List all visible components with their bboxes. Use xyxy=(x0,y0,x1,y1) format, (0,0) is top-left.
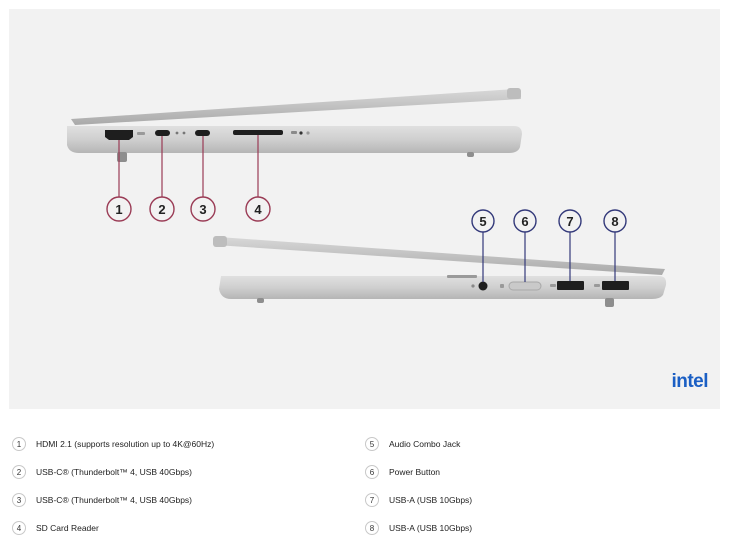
legend-label: USB-A (USB 10Gbps) xyxy=(389,523,473,533)
left-view-foot xyxy=(467,152,474,157)
left-view-base xyxy=(67,126,522,153)
callout-3: 3 xyxy=(190,196,216,222)
legend-number: 8 xyxy=(365,521,379,535)
legend-number: 2 xyxy=(12,465,26,479)
callout-7: 7 xyxy=(558,209,582,233)
usb-c-port-2 xyxy=(195,130,210,136)
legend-number: 5 xyxy=(365,437,379,451)
intel-logo: intel xyxy=(671,371,708,392)
port-label-mark xyxy=(306,131,310,135)
product-image: 1 2 3 4 5 6 7 8 intel xyxy=(9,9,720,409)
legend-item: 5 Audio Combo Jack xyxy=(365,435,460,453)
port-label-mark xyxy=(175,131,179,135)
callout-6: 6 xyxy=(513,209,537,233)
right-view-foot xyxy=(605,298,614,307)
legend-label: SD Card Reader xyxy=(36,523,99,533)
callout-circle xyxy=(245,196,271,222)
legend-item: 1 HDMI 2.1 (supports resolution up to 4K… xyxy=(12,435,214,453)
callout-number: 7 xyxy=(566,214,573,229)
callout-number: 4 xyxy=(254,202,262,217)
legend-label: USB-C® (Thunderbolt™ 4, USB 40Gbps) xyxy=(36,467,193,477)
usb-c-port-1 xyxy=(155,130,170,136)
laptop-side-views: 1 2 3 4 5 6 7 8 xyxy=(67,88,667,307)
callout-circle xyxy=(603,209,627,233)
port-label-mark xyxy=(137,132,145,135)
audio-jack xyxy=(478,281,488,291)
callout-circle xyxy=(106,196,132,222)
power-button xyxy=(508,281,542,291)
callout-2: 2 xyxy=(149,196,175,222)
callout-number: 3 xyxy=(199,202,206,217)
legend-label: USB-A (USB 10Gbps) xyxy=(389,495,473,505)
right-view-lid xyxy=(215,237,665,275)
sd-card-slot xyxy=(233,130,283,135)
callout-circle xyxy=(558,209,582,233)
usb-a-port-1 xyxy=(557,281,584,290)
legend-label: Power Button xyxy=(389,467,441,477)
callout-5: 5 xyxy=(471,209,495,233)
port-label-mark xyxy=(471,284,475,288)
callout-circle xyxy=(471,209,495,233)
callout-circle xyxy=(513,209,537,233)
usb-a-port-2 xyxy=(602,281,629,290)
legend-number: 6 xyxy=(365,465,379,479)
legend-label: HDMI 2.1 (supports resolution up to 4K@6… xyxy=(36,439,215,449)
vent-mark xyxy=(447,275,477,278)
right-view-hinge xyxy=(213,236,227,247)
port-label-mark xyxy=(594,284,600,287)
callout-8: 8 xyxy=(603,209,627,233)
callout-number: 5 xyxy=(479,214,486,229)
callout-number: 6 xyxy=(521,214,528,229)
callout-circle xyxy=(190,196,216,222)
legend-item: 7 USB-A (USB 10Gbps) xyxy=(365,491,472,509)
legend-item: 6 Power Button xyxy=(365,463,440,481)
left-view-lid xyxy=(71,89,521,125)
left-view-hinge xyxy=(507,88,521,99)
right-side-view xyxy=(213,232,667,307)
callout-number: 1 xyxy=(115,202,122,217)
legend-item: 8 USB-A (USB 10Gbps) xyxy=(365,519,472,537)
port-label-mark xyxy=(182,131,186,135)
right-view-base xyxy=(219,276,667,299)
callout-number: 2 xyxy=(158,202,165,217)
legend-number: 4 xyxy=(12,521,26,535)
port-label-mark xyxy=(291,131,297,134)
left-side-view xyxy=(67,88,522,197)
legend-item: 3 USB-C® (Thunderbolt™ 4, USB 40Gbps) xyxy=(12,491,192,509)
hdmi-port xyxy=(105,130,133,140)
legend-label: Audio Combo Jack xyxy=(389,439,461,449)
port-legend: 1 HDMI 2.1 (supports resolution up to 4K… xyxy=(9,429,720,549)
indicator-led xyxy=(299,131,303,135)
legend-item: 4 SD Card Reader xyxy=(12,519,99,537)
legend-number: 1 xyxy=(12,437,26,451)
legend-number: 3 xyxy=(12,493,26,507)
legend-label: USB-C® (Thunderbolt™ 4, USB 40Gbps) xyxy=(36,495,193,505)
callout-number: 8 xyxy=(611,214,618,229)
legend-number: 7 xyxy=(365,493,379,507)
port-label-mark xyxy=(500,284,504,288)
callout-circle xyxy=(149,196,175,222)
legend-item: 2 USB-C® (Thunderbolt™ 4, USB 40Gbps) xyxy=(12,463,192,481)
port-label-mark xyxy=(550,284,556,287)
callout-4: 4 xyxy=(245,196,271,222)
right-view-foot xyxy=(257,298,264,303)
callout-1: 1 xyxy=(106,196,132,222)
